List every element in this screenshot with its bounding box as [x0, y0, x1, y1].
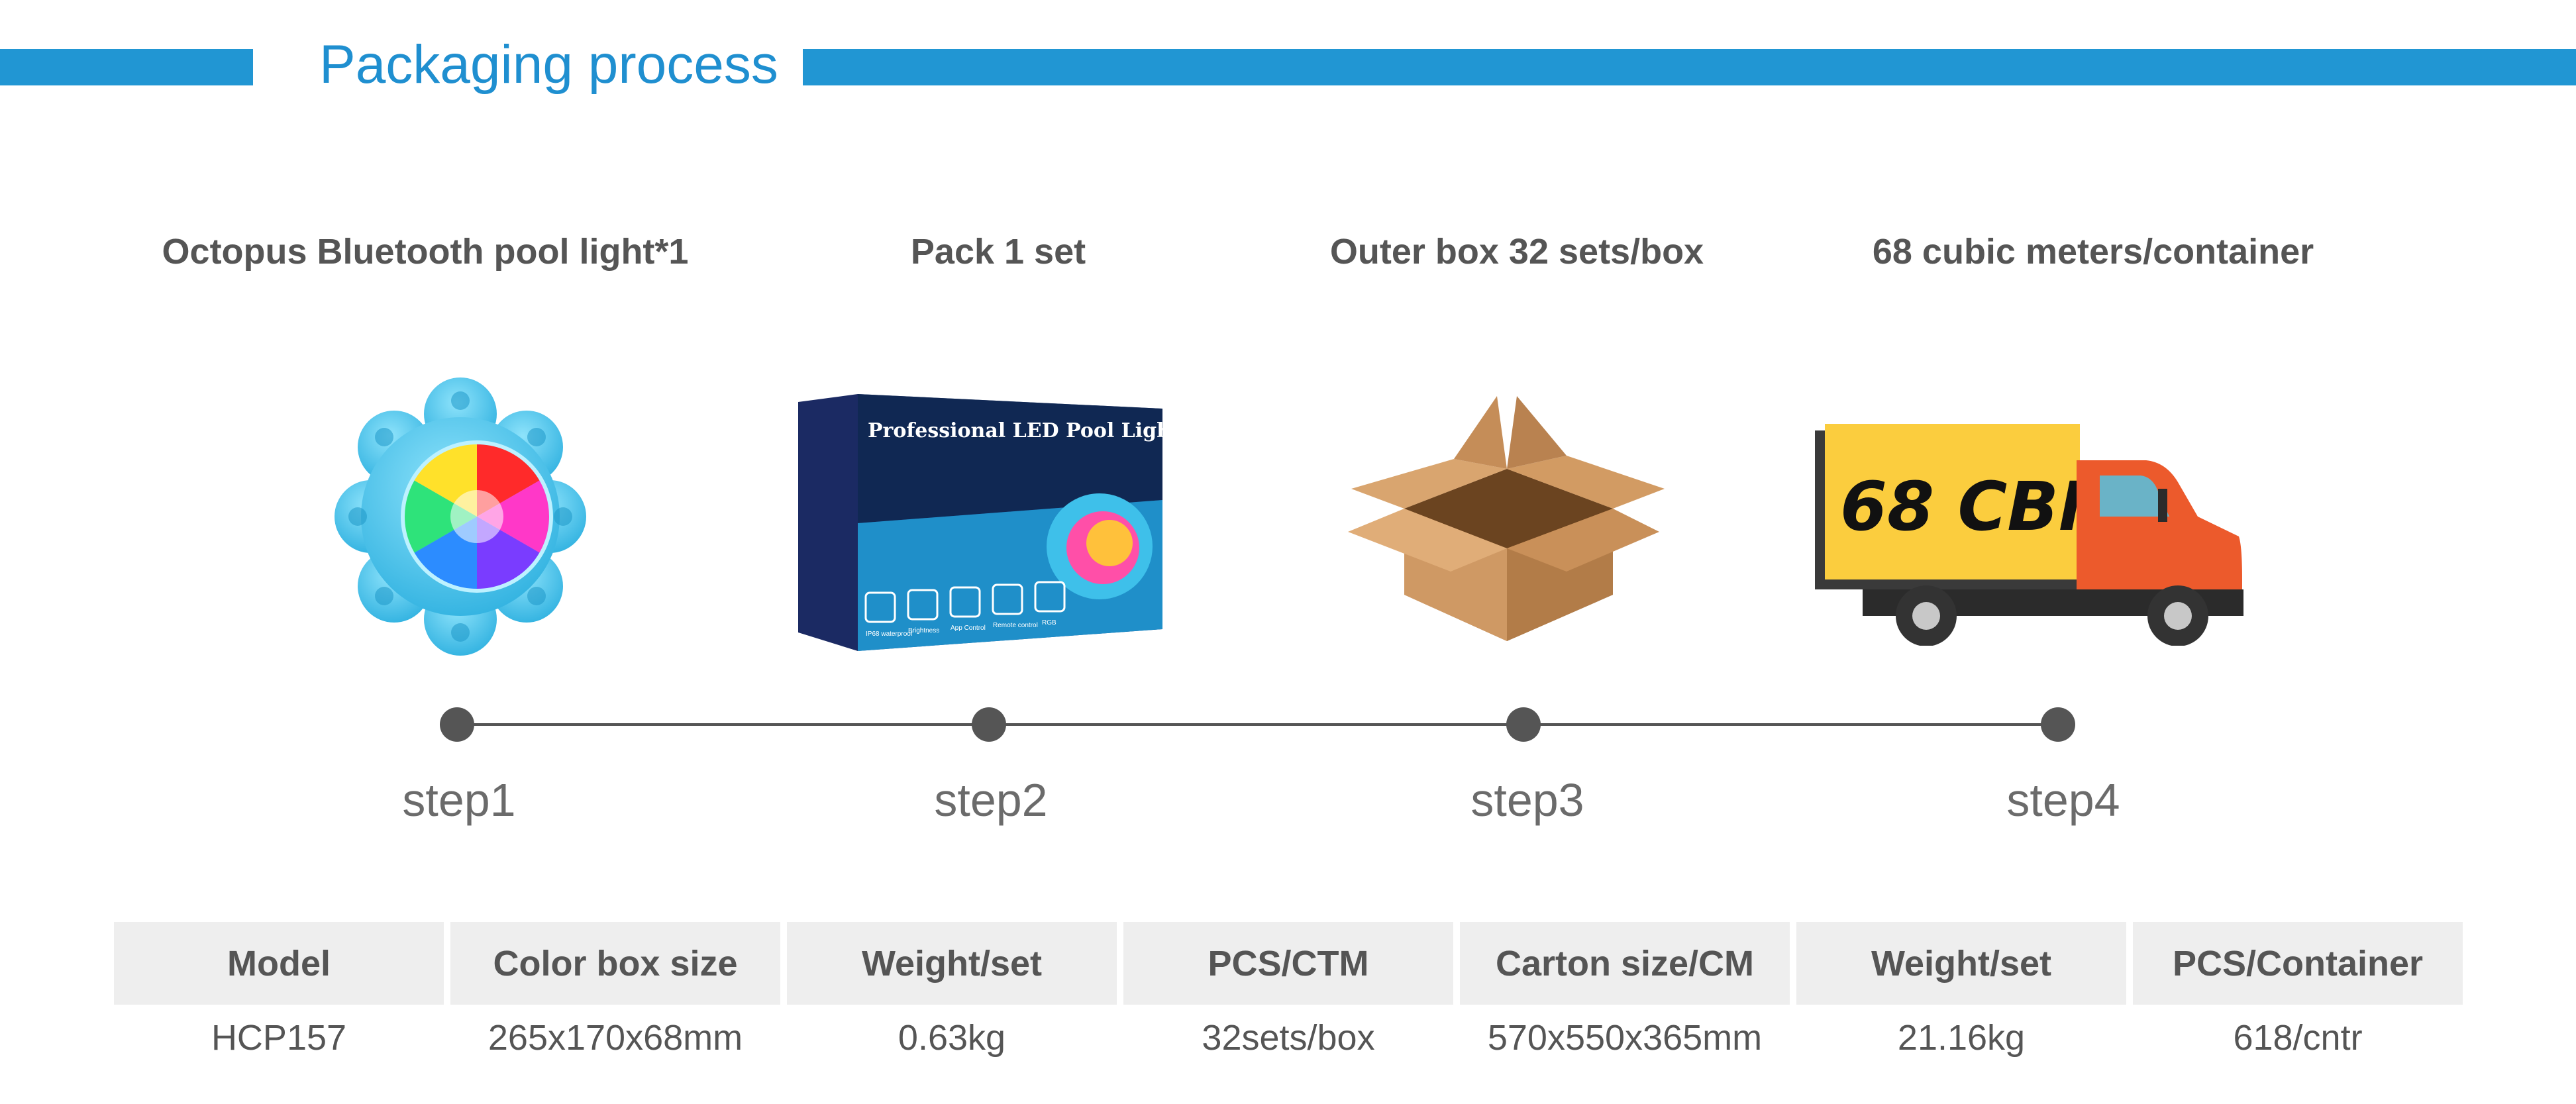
truck-icon: 68 CBM: [1815, 424, 2243, 646]
spec-column-color-box-size: Color box size 265x170x68mm: [450, 922, 780, 1071]
carton-box-icon: [1348, 396, 1665, 641]
spec-column-carton-size: Carton size/CM 570x550x365mm: [1460, 922, 1790, 1071]
step4-caption: step4: [2006, 774, 2120, 826]
spec-value: 570x550x365mm: [1487, 1018, 1763, 1058]
spec-column-weight-set: Weight/set 0.63kg: [787, 922, 1117, 1071]
timeline-line: [457, 723, 2057, 726]
step4-label: 68 cubic meters/container: [1872, 232, 2314, 272]
spec-value: 32sets/box: [1202, 1018, 1375, 1058]
step2-label: Pack 1 set: [910, 232, 1086, 272]
step3-caption: step3: [1470, 774, 1584, 826]
feature-2: Brightness: [908, 627, 939, 634]
spec-header: Weight/set: [1796, 922, 2126, 1005]
spec-value: 0.63kg: [898, 1018, 1006, 1058]
pool-light-icon: [335, 377, 586, 656]
timeline-dot-2: [972, 707, 1006, 742]
page-title: Packaging process: [319, 34, 778, 95]
spec-column-pcs-container: PCS/Container 618/cntr: [2133, 922, 2463, 1071]
box-brand-text: Professional LED Pool Light: [868, 419, 1169, 442]
step1-label: Octopus Bluetooth pool light*1: [162, 232, 689, 272]
feature-4: Remote control: [993, 622, 1038, 629]
spec-value: 265x170x68mm: [488, 1018, 743, 1058]
header-bar-left: [0, 49, 253, 85]
spec-header: Carton size/CM: [1460, 922, 1790, 1005]
step1-caption: step1: [402, 774, 516, 826]
feature-5: RGB: [1042, 619, 1056, 627]
timeline-dot-3: [1506, 707, 1541, 742]
spec-header: PCS/CTM: [1123, 922, 1453, 1005]
spec-header: Model: [114, 922, 444, 1005]
color-box-icon: Professional LED Pool Light IP68 waterpr…: [798, 394, 1169, 651]
feature-3: App Control: [951, 625, 986, 632]
spec-value: 618/cntr: [2233, 1018, 2363, 1058]
spec-value: HCP157: [211, 1018, 347, 1058]
spec-column-pcs-ctm: PCS/CTM 32sets/box: [1123, 922, 1453, 1071]
spec-value: 21.16kg: [1897, 1018, 2026, 1058]
spec-header: Weight/set: [787, 922, 1117, 1005]
spec-header: PCS/Container: [2133, 922, 2463, 1005]
timeline-dot-1: [440, 707, 474, 742]
step2-caption: step2: [934, 774, 1048, 826]
spec-header: Color box size: [450, 922, 780, 1005]
spec-column-carton-weight: Weight/set 21.16kg: [1796, 922, 2126, 1071]
spec-column-model: Model HCP157: [114, 922, 444, 1071]
header-bar-right: [803, 49, 2576, 85]
timeline-dot-4: [2041, 707, 2075, 742]
feature-1: IP68 waterproof: [866, 630, 913, 638]
step3-label: Outer box 32 sets/box: [1329, 232, 1704, 272]
